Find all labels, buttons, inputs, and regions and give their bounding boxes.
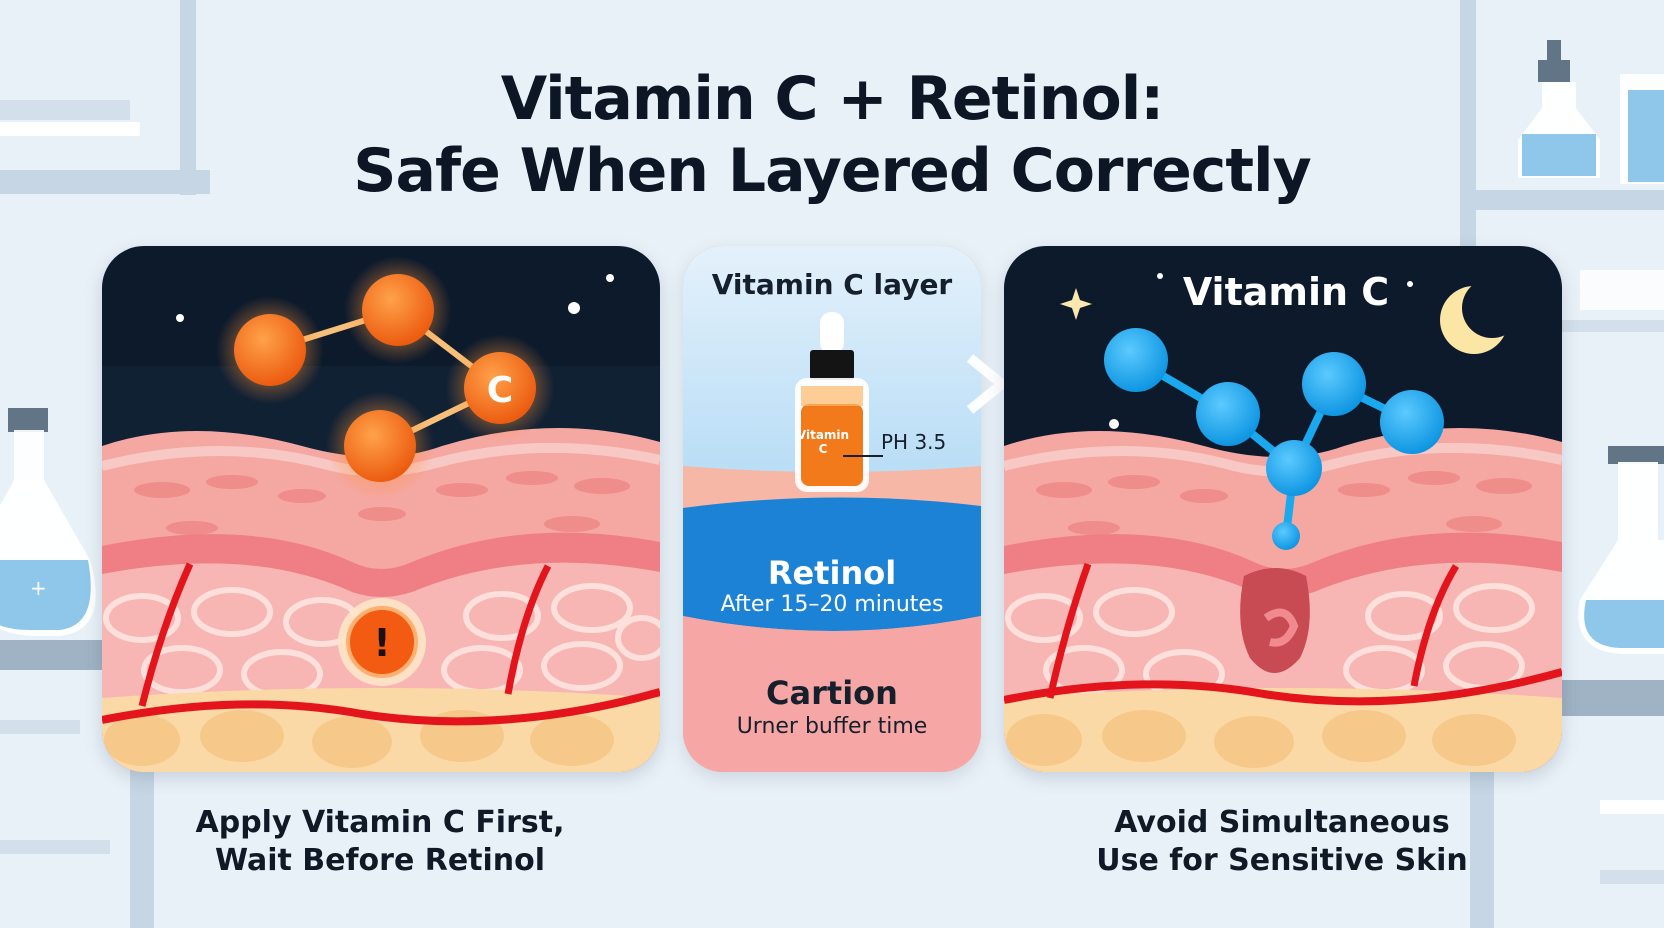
warning-icon: ! — [338, 598, 426, 686]
flask-icon — [1578, 446, 1664, 654]
moon-icon — [1440, 278, 1522, 354]
molecule-orange-icon: C — [216, 256, 554, 500]
skin-cross-section-left: ! C — [102, 246, 660, 772]
right-panel-title: Vitamin C — [1182, 270, 1390, 314]
layering-steps-card: Vitamin C layer Vitamin C PH 3.5 Retinol… — [683, 246, 981, 772]
retinol-label: Retinol — [767, 554, 897, 592]
vitamin-c-layer-label: Vitamin C layer — [711, 268, 953, 301]
flask-icon: + — [0, 408, 96, 636]
skin-cross-section-right — [1004, 246, 1562, 772]
right-caption-line1: Avoid Simultaneous — [1114, 805, 1450, 840]
svg-text:C: C — [487, 370, 513, 411]
page-title-line1: Vitamin C + Retinol: — [500, 64, 1165, 134]
caution-subtext: Urner buffer time — [736, 714, 928, 739]
star-icon — [606, 274, 614, 282]
left-caption: Apply Vitamin C First, Wait Before Retin… — [100, 804, 660, 880]
left-illustration-panel: ! C — [102, 246, 660, 772]
svg-text:!: ! — [373, 621, 390, 665]
ph-label: PH 3.5 — [881, 430, 947, 454]
page-title-line2: Safe When Layered Correctly — [353, 136, 1311, 206]
right-caption: Avoid Simultaneous Use for Sensitive Ski… — [1002, 804, 1562, 880]
left-caption-line2: Wait Before Retinol — [214, 843, 546, 878]
right-illustration-panel — [1004, 246, 1562, 772]
star-icon — [1060, 288, 1092, 320]
molecule-blue-icon — [1104, 328, 1444, 550]
left-caption-line1: Apply Vitamin C First, — [195, 805, 565, 840]
right-caption-line2: Use for Sensitive Skin — [1096, 843, 1468, 878]
layering-steps-graphic — [683, 246, 981, 772]
star-icon — [568, 302, 580, 314]
svg-text:+: + — [30, 576, 47, 600]
caution-label: Cartion — [766, 674, 898, 712]
bottle-label: Vitamin C — [796, 428, 850, 456]
star-icon — [176, 314, 184, 322]
arrow-right-icon — [966, 354, 1007, 414]
retinol-timing: After 15–20 minutes — [720, 592, 944, 617]
serum-bottle-icon — [795, 312, 869, 492]
flask-icon — [1518, 40, 1664, 184]
